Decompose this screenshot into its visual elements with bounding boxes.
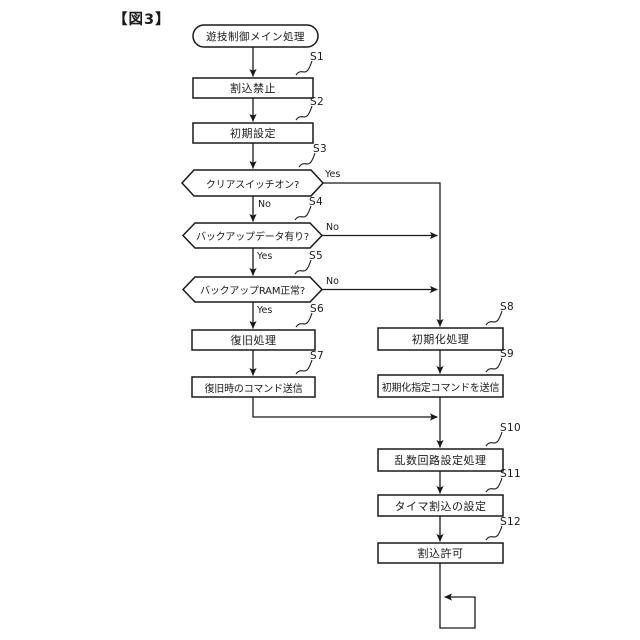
node-s4-decision: バックアップデータ有り? [196, 232, 309, 243]
node-s9: 初期化指定コマンドを送信 [381, 382, 500, 394]
squiggle-s9 [485, 357, 503, 373]
shape-s10-rect [377, 448, 504, 472]
shape-s8-rect [377, 327, 504, 351]
step-label-s1: S1 [310, 51, 324, 63]
step-label-s9: S9 [500, 348, 514, 360]
branch-label-s5-yes: Yes [257, 305, 273, 316]
step-label-s3: S3 [313, 143, 327, 155]
branch-label-s4-yes: Yes [257, 251, 273, 262]
figure-title: 【図3】 [113, 12, 171, 28]
squiggle-s4 [294, 205, 312, 221]
shape-s2-rect [192, 122, 314, 144]
node-s6: 復旧処理 [230, 334, 277, 347]
node-s2: 初期設定 [230, 127, 276, 140]
branch-label-s3-no: No [258, 199, 271, 210]
shape-s12-rect [377, 542, 504, 564]
shape-s6-rect [191, 329, 316, 351]
shape-s4-hexagon [181, 222, 324, 249]
edge-s7-to-join [252, 397, 438, 421]
branch-label-s4-no: No [326, 222, 339, 233]
shape-s9-rect [377, 374, 504, 398]
squiggle-s7 [295, 359, 313, 375]
step-label-s6: S6 [310, 303, 324, 315]
node-s12: 割込許可 [417, 547, 464, 560]
squiggle-s6 [295, 312, 313, 328]
branch-label-s5-no: No [326, 276, 339, 287]
step-label-s11: S11 [500, 468, 521, 480]
branch-label-s3-yes: Yes [325, 169, 341, 180]
edge-s3-yes-to-s8 [323, 182, 444, 327]
node-s10: 乱数回路設定処理 [394, 454, 487, 467]
step-label-s5: S5 [309, 250, 323, 262]
node-start: 遊技制御メイン処理 [206, 30, 305, 43]
step-label-s7: S7 [310, 350, 324, 362]
shape-start-oval [192, 24, 319, 48]
step-label-s8: S8 [500, 301, 514, 313]
step-label-s10: S10 [500, 422, 521, 434]
squiggle-s5 [294, 259, 312, 275]
edge-s12-loop-back [439, 563, 476, 629]
squiggle-s3 [298, 152, 316, 168]
node-s11: タイマ割込の設定 [394, 499, 487, 513]
step-label-s12: S12 [500, 516, 521, 528]
squiggle-s1 [295, 60, 313, 76]
step-label-s2: S2 [310, 96, 324, 108]
squiggle-s2 [295, 105, 313, 121]
squiggle-s10 [485, 431, 503, 447]
shape-s5-hexagon [181, 276, 324, 303]
shape-s3-hexagon [180, 169, 325, 197]
shape-s7-rect [191, 376, 316, 398]
shape-s11-rect [377, 494, 504, 517]
squiggle-s12 [485, 525, 503, 541]
step-label-s4: S4 [309, 196, 323, 208]
node-s3-decision: クリアスイッチオン? [205, 179, 300, 191]
node-s8: 初期化処理 [411, 333, 470, 346]
squiggle-s11 [485, 477, 503, 493]
shape-s1-rect [192, 77, 314, 99]
node-s1: 割込禁止 [230, 82, 276, 95]
node-s7: 復旧時のコマンド送信 [204, 383, 303, 395]
squiggle-s8 [485, 310, 503, 326]
node-s5-decision: バックアップRAM正常? [200, 286, 305, 297]
